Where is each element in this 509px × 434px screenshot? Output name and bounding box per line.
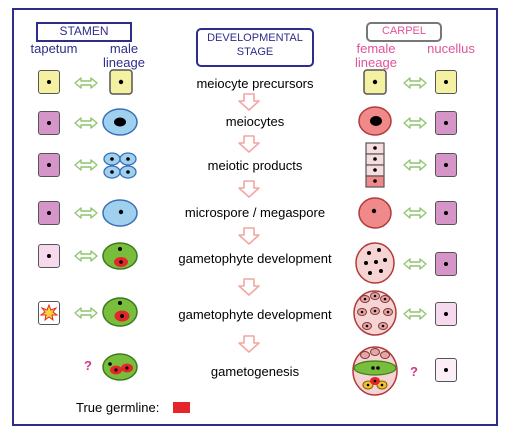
tapetum-cell-2 (38, 111, 60, 135)
tapetum-cell-3 (38, 153, 60, 177)
carpel-header: CARPEL (366, 22, 442, 42)
stage-label-2: meiocytes (225, 114, 285, 129)
stage-label-4: microspore / megaspore (184, 205, 326, 220)
tapetum-cell-4 (38, 201, 60, 225)
female-lineage-label: female lineage (355, 41, 397, 70)
legend-label: True germline: (76, 400, 160, 415)
legend-germline-swatch (173, 402, 190, 413)
nucellus-label: nucellus (427, 41, 475, 56)
nucellus-cell-4 (435, 201, 457, 225)
stamen-header: STAMEN (36, 22, 132, 42)
stage-label-6: gametophyte development (178, 307, 332, 322)
stage-label-1: meiocyte precursors (196, 76, 314, 91)
tapetum-cell-6-degenerating (38, 301, 60, 325)
nucellus-cell-2 (435, 111, 457, 135)
nucellus-cell-7 (435, 358, 457, 382)
burst-icon (39, 303, 59, 322)
stage-label-5: gametophyte development (178, 251, 332, 266)
nucellus-cell-5 (435, 252, 457, 276)
stage-label-3: meiotic products (207, 158, 303, 173)
stage-header: DEVELOPMENTAL STAGE (196, 28, 314, 67)
nucellus-unknown-mark: ? (410, 364, 418, 379)
nucellus-cell-1 (435, 70, 457, 94)
stage-label-7: gametogenesis (210, 364, 300, 379)
tapetum-cell-1 (38, 70, 60, 94)
stage-header-text: DEVELOPMENTAL STAGE (207, 32, 303, 58)
male-lineage-label: male lineage (103, 41, 145, 70)
tapetum-unknown-mark: ? (84, 358, 92, 373)
tapetum-label: tapetum (30, 41, 78, 56)
nucellus-cell-3 (435, 153, 457, 177)
nucellus-cell-6 (435, 302, 457, 326)
tapetum-cell-5 (38, 244, 60, 268)
